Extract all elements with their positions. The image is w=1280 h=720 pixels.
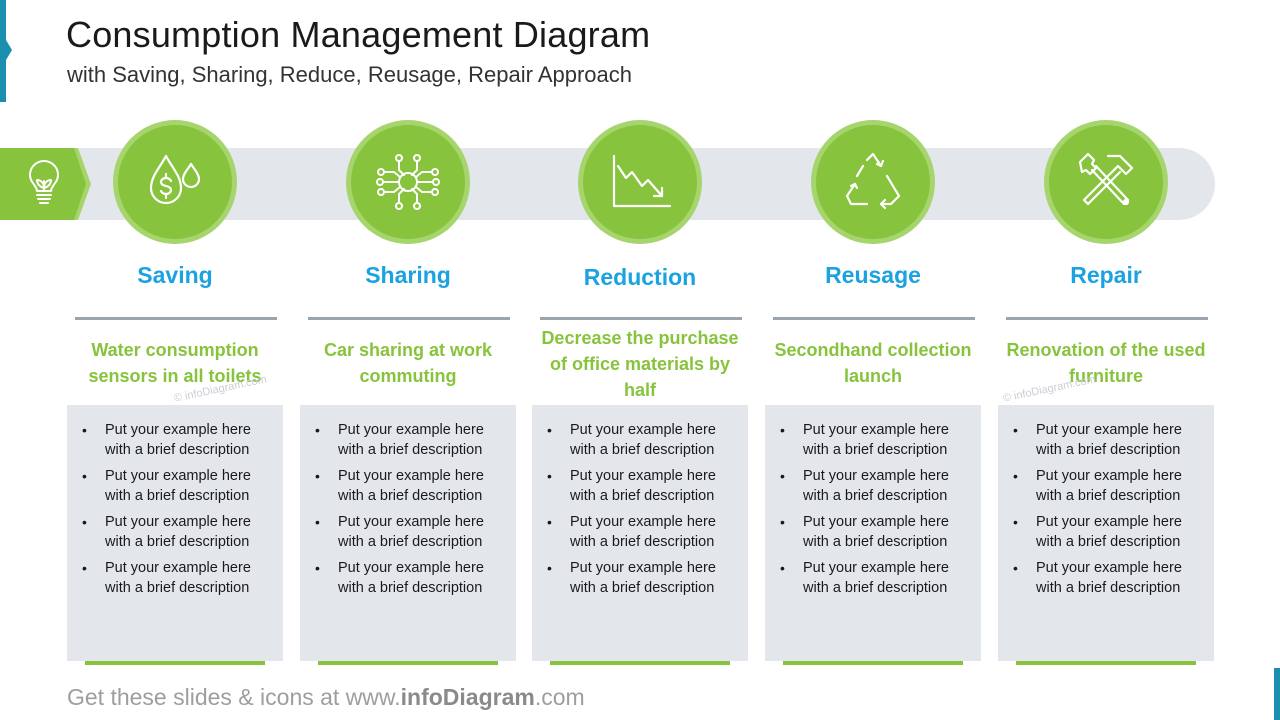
column-heading: Secondhand collection launch xyxy=(774,340,972,386)
column-heading: Car sharing at work commuting xyxy=(323,340,493,386)
list-item: Put your example here with a brief descr… xyxy=(780,421,981,460)
tools-wrench-hammer-icon xyxy=(1078,152,1134,206)
edge-accent-bar-bottom xyxy=(1274,668,1280,720)
column-saving: Saving Water consumption sensors in all … xyxy=(67,0,283,720)
list-item: Put your example here with a brief descr… xyxy=(547,421,748,460)
example-card: Put your example here with a brief descr… xyxy=(998,405,1214,661)
list-item: Put your example here with a brief descr… xyxy=(547,559,748,598)
column-divider xyxy=(1006,317,1208,320)
list-item: Put your example here with a brief descr… xyxy=(780,559,981,598)
column-title: Saving xyxy=(137,262,213,288)
icon-circle xyxy=(578,120,702,244)
column-sharing: Sharing Car sharing at work commuting Pu… xyxy=(300,0,516,720)
water-drops-dollar-icon xyxy=(149,154,201,205)
list-item: Put your example here with a brief descr… xyxy=(82,467,283,506)
column-heading: Renovation of the used furniture xyxy=(1006,340,1206,386)
column-heading: Decrease the purchase of office material… xyxy=(541,328,739,400)
card-accent-bar xyxy=(550,661,730,665)
example-card: Put your example here with a brief descr… xyxy=(765,405,981,661)
card-accent-bar xyxy=(318,661,498,665)
column-title: Reduction xyxy=(583,264,697,290)
footer-brand: infoDiagram xyxy=(400,684,535,710)
card-accent-bar xyxy=(1016,661,1196,665)
icon-circle xyxy=(1044,120,1168,244)
start-tab xyxy=(0,148,91,220)
lightbulb-leaf-icon xyxy=(29,160,59,204)
list-item: Put your example here with a brief descr… xyxy=(1013,421,1214,460)
example-card: Put your example here with a brief descr… xyxy=(67,405,283,661)
page-title: Consumption Management Diagram xyxy=(66,14,651,55)
list-item: Put your example here with a brief descr… xyxy=(82,421,283,460)
column-repair: Repair Renovation of the used furniture … xyxy=(998,0,1214,720)
column-divider xyxy=(75,317,277,320)
footer-prefix: Get these slides & icons at www. xyxy=(67,684,401,710)
card-accent-bar xyxy=(85,661,265,665)
column-title: Reusage xyxy=(825,262,921,288)
column-reusage: Reusage Secondhand collection launch Put… xyxy=(765,0,981,720)
example-card: Put your example here with a brief descr… xyxy=(532,405,748,661)
footer-suffix: .com xyxy=(534,684,585,710)
card-accent-bar xyxy=(783,661,963,665)
column-title: Repair xyxy=(1070,262,1142,288)
list-item: Put your example here with a brief descr… xyxy=(315,421,516,460)
list-item: Put your example here with a brief descr… xyxy=(82,513,283,552)
list-item: Put your example here with a brief descr… xyxy=(547,513,748,552)
footer-credit: Get these slides & icons at www.infoDiag… xyxy=(67,684,585,711)
icon-circle xyxy=(346,120,470,244)
list-item: Put your example here with a brief descr… xyxy=(1013,513,1214,552)
edge-accent-bar xyxy=(0,0,6,102)
edge-accent-arrow xyxy=(6,40,12,60)
list-item: Put your example here with a brief descr… xyxy=(315,513,516,552)
list-item: Put your example here with a brief descr… xyxy=(780,467,981,506)
declining-chart-icon xyxy=(612,154,672,208)
column-divider xyxy=(773,317,975,320)
list-item: Put your example here with a brief descr… xyxy=(315,559,516,598)
column-divider xyxy=(540,317,742,320)
icon-circle xyxy=(811,120,935,244)
example-card: Put your example here with a brief descr… xyxy=(300,405,516,661)
list-item: Put your example here with a brief descr… xyxy=(315,467,516,506)
list-item: Put your example here with a brief descr… xyxy=(1013,467,1214,506)
recycle-icon xyxy=(845,152,901,210)
column-reduction: Reduction Decrease the purchase of offic… xyxy=(532,0,748,720)
list-item: Put your example here with a brief descr… xyxy=(780,513,981,552)
column-title: Sharing xyxy=(365,262,451,288)
list-item: Put your example here with a brief descr… xyxy=(1013,559,1214,598)
column-divider xyxy=(308,317,510,320)
page-subtitle: with Saving, Sharing, Reduce, Reusage, R… xyxy=(67,62,633,87)
list-item: Put your example here with a brief descr… xyxy=(82,559,283,598)
column-heading: Water consumption sensors in all toilets xyxy=(88,340,262,386)
icon-circle xyxy=(113,120,237,244)
network-nodes-icon xyxy=(376,154,440,210)
list-item: Put your example here with a brief descr… xyxy=(547,467,748,506)
